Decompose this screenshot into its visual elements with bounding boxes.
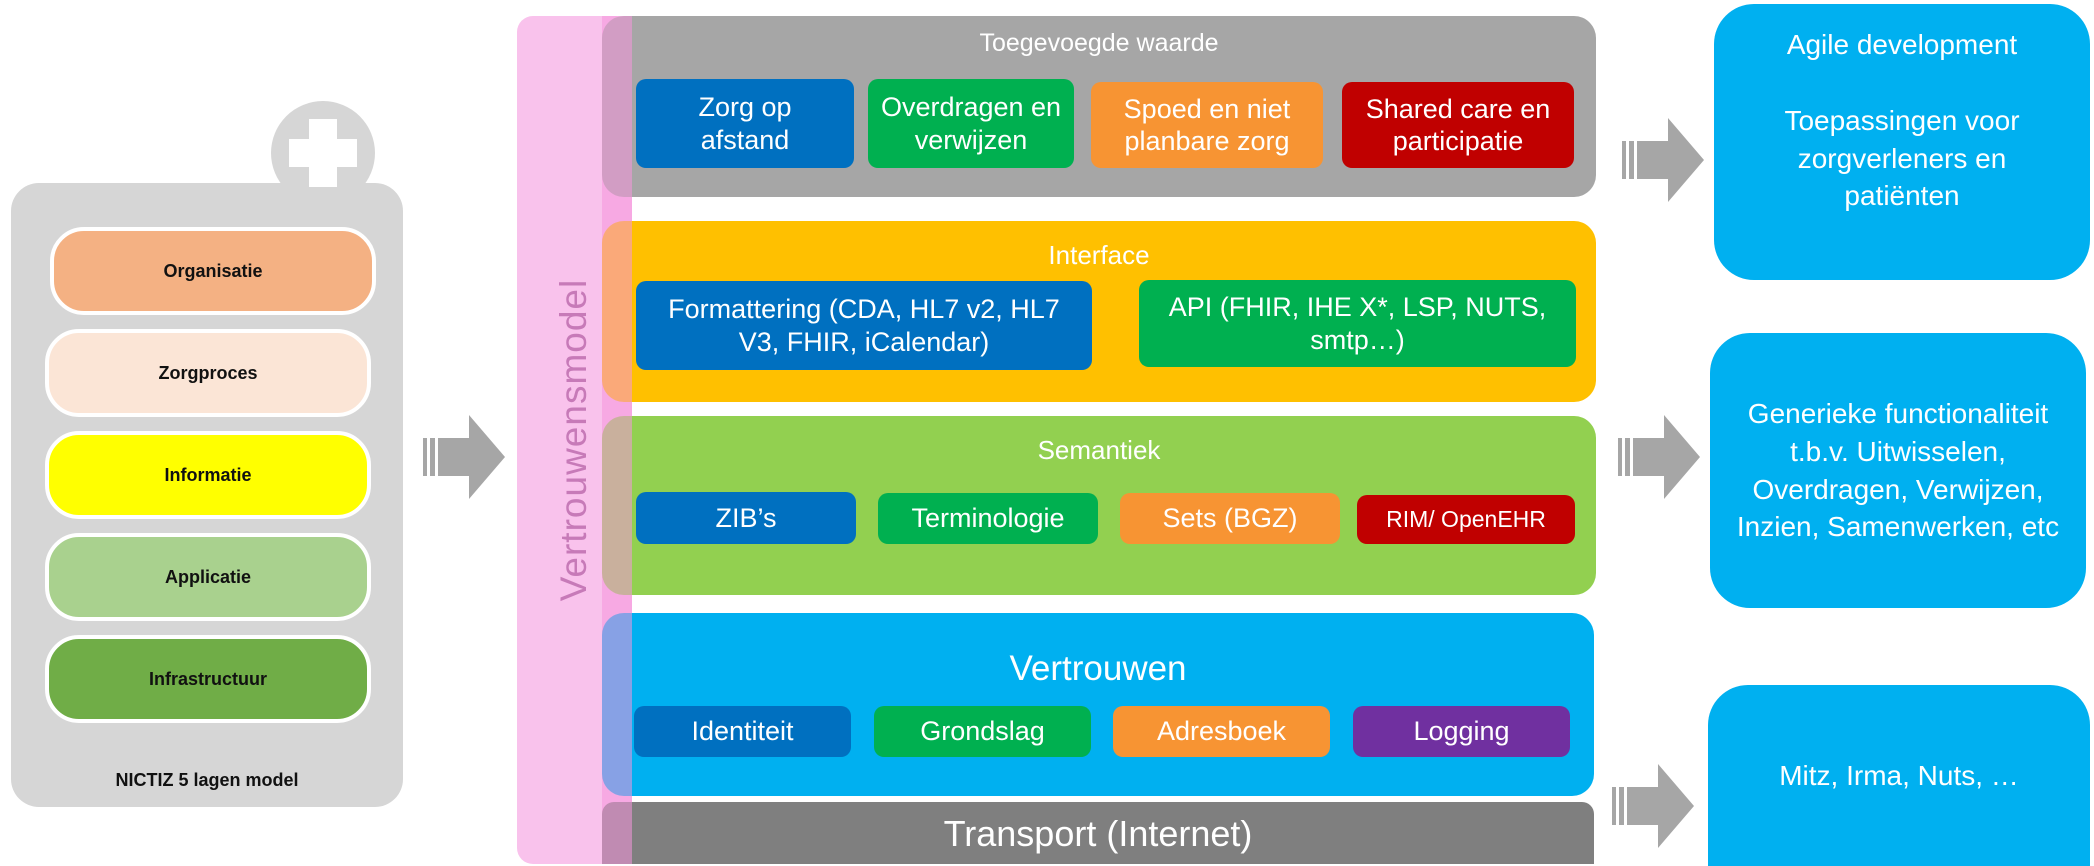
model-caption: NICTIZ 5 lagen model: [115, 770, 299, 790]
tile-formattering: Formattering (CDA, HL7 v2, HL7 V3, FHIR,…: [636, 281, 1092, 370]
arrow-right-icon: [1618, 415, 1700, 499]
tile-adresboek: Adresboek: [1113, 706, 1330, 757]
agile-description: Toepassingen voor zorgverleners en patië…: [1784, 104, 2020, 212]
box-generieke-functionaliteit: Generieke functionaliteit t.b.v. Uitwiss…: [1710, 333, 2086, 608]
tile-sets-bgz: Sets (BGZ): [1120, 493, 1340, 544]
plus-icon: [271, 101, 375, 205]
agile-title: Agile development: [1786, 29, 2018, 60]
arrow-right-icon: [1612, 764, 1694, 848]
vertrouwen-title: Vertrouwen: [1009, 649, 1187, 688]
tile-terminologie: Terminologie: [878, 493, 1098, 544]
tile-grondslag: Grondslag: [874, 706, 1091, 757]
vertrouwensmodel-text: Vertrouwensmodel: [553, 278, 595, 602]
layer-transport: [602, 802, 1594, 864]
tile-rim-openehr: RIM/ OpenEHR: [1357, 495, 1575, 544]
band-overlay: [602, 16, 632, 864]
toegevoegde-waarde-title: Toegevoegde waarde: [979, 28, 1219, 57]
arrow-right-icon: [1622, 118, 1704, 202]
layer-informatie: Informatie: [45, 431, 371, 519]
tile-spoed: Spoed en niet planbare zorg: [1091, 82, 1323, 168]
box-agile-development: Agile development Toepassingen voor zorg…: [1714, 4, 2090, 280]
tile-identiteit: Identiteit: [634, 706, 851, 757]
arrow-right-icon: [423, 415, 505, 499]
tile-overdragen-verwijzen: Overdragen en verwijzen: [868, 79, 1074, 168]
semantiek-title: Semantiek: [1037, 434, 1161, 465]
transport-title: Transport (Internet): [943, 813, 1253, 854]
interface-title: Interface: [1048, 239, 1150, 270]
layer-organisatie: Organisatie: [50, 227, 376, 315]
box-mitz-irma-nuts: Mitz, Irma, Nuts, …: [1708, 685, 2090, 866]
layer-infrastructuur: Infrastructuur: [45, 635, 371, 723]
tile-zibs: ZIB’s: [636, 492, 856, 544]
vertrouwensmodel-label: Vertrouwensmodel: [517, 16, 632, 864]
layer-vertrouwen: [602, 613, 1594, 796]
layer-applicatie: Applicatie: [45, 533, 371, 621]
layer-zorgproces: Zorgproces: [45, 329, 371, 417]
tile-logging: Logging: [1353, 706, 1570, 757]
tile-zorg-op-afstand: Zorg op afstand: [636, 79, 854, 168]
tile-api: API (FHIR, IHE X*, LSP, NUTS, smtp…): [1139, 280, 1576, 367]
tile-shared-care: Shared care en participatie: [1342, 82, 1574, 168]
